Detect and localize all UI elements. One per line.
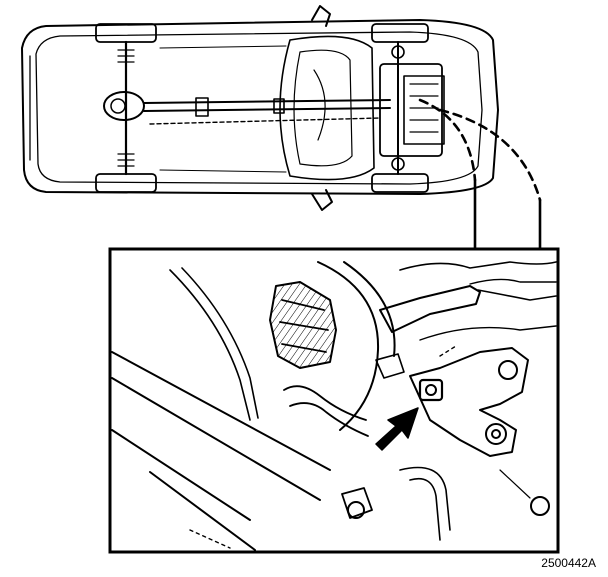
exhaust-pipe-detail-2 <box>289 402 369 437</box>
lower-bolt <box>347 501 365 519</box>
exhaust-pipe-detail <box>283 385 367 421</box>
left-mirror <box>311 5 331 27</box>
rear-right-spring <box>117 153 135 167</box>
drive-shaft-upper <box>143 99 391 104</box>
sensor-wire <box>477 289 557 301</box>
front-left-hub <box>391 45 405 59</box>
sensor-wire-2 <box>469 278 557 285</box>
pointer-arrow <box>375 407 419 451</box>
crossmember-edge <box>419 325 557 341</box>
engine-detail <box>409 83 439 133</box>
bracket-hole-lower-inner <box>491 429 501 439</box>
drain-plug <box>530 496 550 516</box>
rear-left-spring <box>117 49 135 63</box>
transmission-block <box>379 63 443 157</box>
detail-dashes <box>189 345 457 549</box>
differential <box>103 91 145 121</box>
differential-cover <box>110 98 126 114</box>
front-right-hub <box>391 157 405 171</box>
target-bolt <box>418 378 444 402</box>
mounting-bracket <box>409 347 529 457</box>
brake-line-pair <box>169 269 251 421</box>
wiper <box>313 69 326 141</box>
windshield-frame <box>279 35 375 181</box>
figure-code: 2500442A <box>541 556 596 570</box>
arrow-pointer-icon <box>375 407 419 451</box>
detail-view-frame <box>108 247 560 554</box>
frame-rail-mid <box>111 377 321 501</box>
u-joint <box>273 98 285 114</box>
frame-rail-bottom <box>149 471 256 551</box>
right-mirror <box>311 189 333 211</box>
front-right-wheel <box>371 173 429 193</box>
transmission-housing <box>317 261 380 431</box>
frame-rail-lower <box>111 429 251 521</box>
drain-plug-leader <box>499 469 531 499</box>
sensor-connector <box>379 285 481 333</box>
lower-pipe-2 <box>409 477 441 541</box>
crossmember-top <box>399 261 557 271</box>
drive-shaft-lower <box>143 107 391 112</box>
brake-line-pair-2 <box>181 267 259 419</box>
callout-dashed-line-lower <box>438 108 542 202</box>
housing-flange <box>343 261 396 357</box>
vehicle-body-outline <box>21 19 499 195</box>
floor-pan-left <box>159 45 287 49</box>
front-left-wheel <box>371 23 429 43</box>
bracket-hole-lower <box>485 423 507 445</box>
lower-pipe <box>399 466 451 531</box>
frame-rail-upper <box>111 351 331 471</box>
detail-view <box>108 247 560 554</box>
vehicle-inner-outline <box>35 31 483 185</box>
exhaust-pipe <box>149 117 381 125</box>
target-bolt-center <box>425 384 437 396</box>
bracket-hole-upper <box>498 360 518 380</box>
floor-pan-right <box>159 169 287 173</box>
callout-leader <box>418 98 542 250</box>
center-bearing <box>195 97 209 117</box>
vehicle-underside-view <box>21 5 499 211</box>
wire-clip <box>375 353 405 379</box>
callout-dashed-line-upper <box>418 98 477 182</box>
rear-left-wheel <box>95 23 157 43</box>
heat-shield-ribs <box>279 299 329 353</box>
